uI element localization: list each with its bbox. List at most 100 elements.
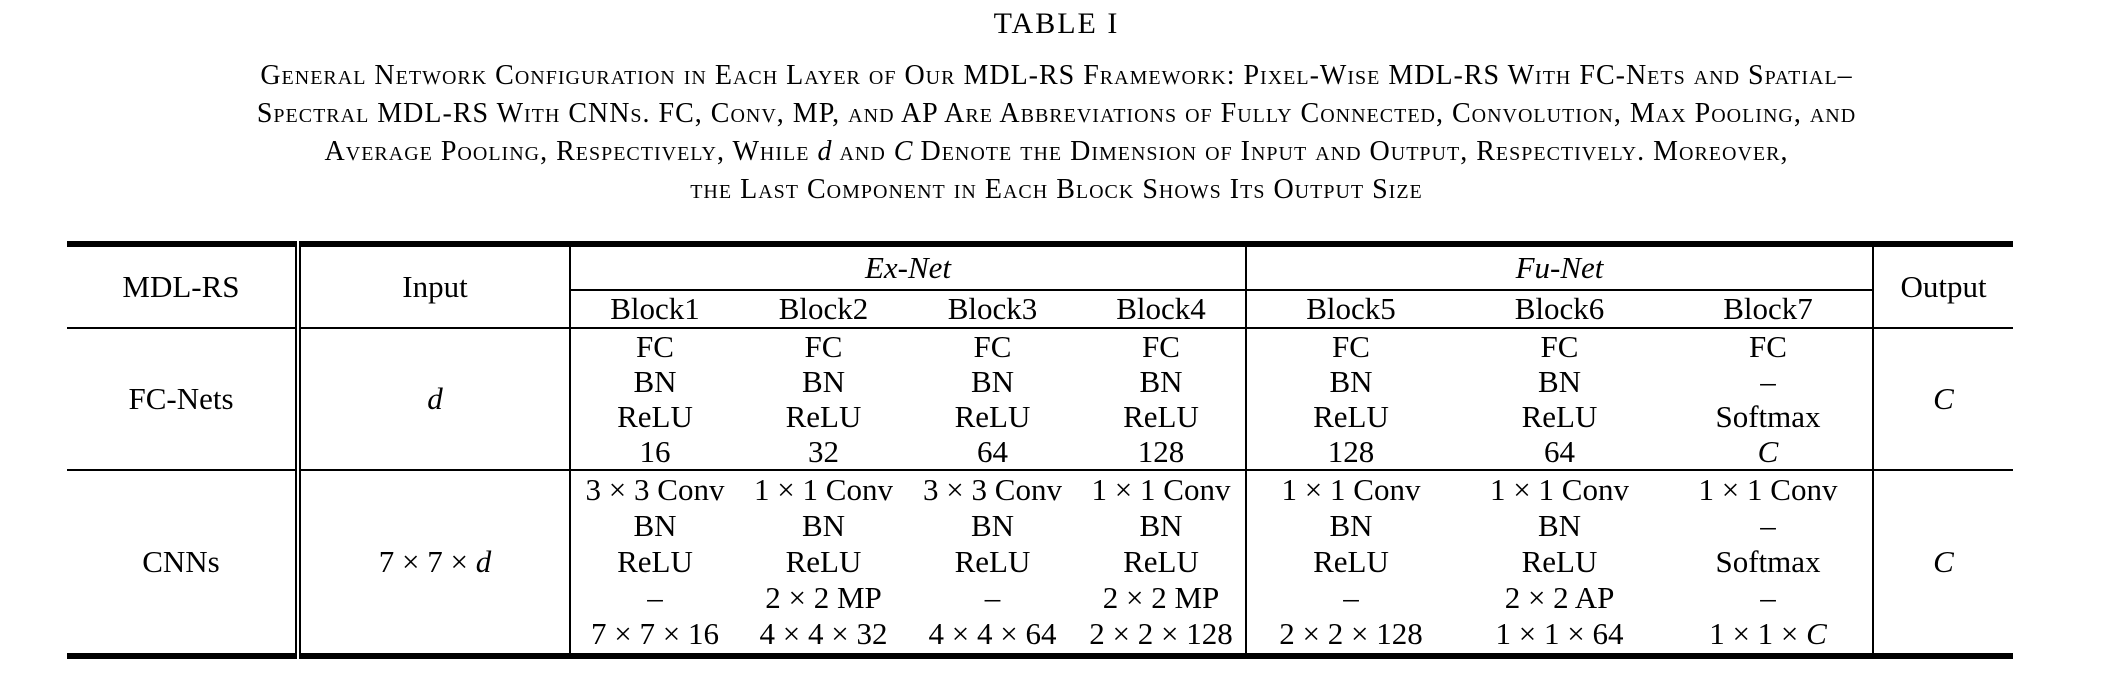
cell-cnn-block1: 3 × 3 Conv BN ReLU – 7 × 7 × 16 bbox=[570, 470, 739, 656]
cell-line: 1 × 1 Conv bbox=[1281, 472, 1421, 507]
cell-line: ReLU bbox=[954, 544, 1031, 579]
header-output: Output bbox=[1873, 244, 2014, 329]
header-block5: Block5 bbox=[1246, 290, 1456, 329]
cell-line: BN bbox=[1537, 364, 1582, 399]
cell-line: ReLU bbox=[1313, 399, 1389, 434]
cell-cnn-block3: 3 × 3 Conv BN ReLU – 4 × 4 × 64 bbox=[908, 470, 1077, 656]
caption-line-3-text: Average Pooling, Respectively, While bbox=[324, 136, 818, 167]
cell-line: – bbox=[1760, 364, 1776, 399]
cell-line: BN bbox=[970, 508, 1015, 543]
cell-line: 3 × 3 Conv bbox=[585, 472, 725, 507]
cell-fc-input: d bbox=[298, 328, 571, 471]
cell-line: 64 bbox=[1544, 434, 1576, 469]
cell-line: 1 × 1 Conv bbox=[754, 472, 893, 507]
cell-line: 2 × 2 AP bbox=[1504, 580, 1615, 615]
cell-line: BN bbox=[1329, 508, 1373, 543]
cell-cnn-block4: 1 × 1 Conv BN ReLU 2 × 2 MP 2 × 2 × 128 bbox=[1077, 470, 1248, 656]
caption-var-c: C bbox=[893, 136, 913, 167]
cell-fc-block6: FC BN ReLU 64 bbox=[1455, 328, 1665, 471]
header-input: Input bbox=[298, 244, 571, 329]
cell-line: ReLU bbox=[617, 399, 693, 434]
cell-line: – bbox=[1760, 508, 1776, 543]
header-group-fu-net: Fu-Net bbox=[1246, 244, 1875, 291]
cell-line: ReLU bbox=[1313, 544, 1389, 579]
cell-fc-block7: FC – Softmax C bbox=[1664, 328, 1875, 471]
cell-line: FC bbox=[1540, 329, 1579, 364]
table-caption-text: General Network Configuration in Each La… bbox=[0, 57, 2113, 209]
cell-line: BN bbox=[1329, 364, 1373, 399]
cell-line: Softmax bbox=[1715, 544, 1821, 579]
cell-line: 16 bbox=[639, 434, 671, 469]
cell-line: ReLU bbox=[617, 544, 693, 579]
network-configuration-table-wrap: MDL-RS Input Ex-Net Fu-Net Output Block1… bbox=[67, 241, 2113, 659]
cell-line: 3 × 3 Conv bbox=[923, 472, 1062, 507]
cell-cnn-block5: 1 × 1 Conv BN ReLU – 2 × 2 × 128 bbox=[1246, 470, 1455, 656]
cell-line: FC bbox=[973, 329, 1012, 364]
network-configuration-table: MDL-RS Input Ex-Net Fu-Net Output Block1… bbox=[67, 241, 2014, 659]
cell-line: BN bbox=[1537, 508, 1582, 543]
table-row-cnns: CNNs 7 × 7 × d 3 × 3 Conv BN ReLU – 7 × … bbox=[67, 470, 2013, 656]
cell-fc-block1: FC BN ReLU 16 bbox=[570, 328, 739, 471]
header-group-row: MDL-RS Input Ex-Net Fu-Net Output bbox=[67, 244, 2014, 329]
caption-var-d: d bbox=[817, 136, 832, 167]
header-block2: Block2 bbox=[739, 290, 908, 329]
cell-cnn-block7: 1 × 1 Conv – Softmax – 1 × 1 × C bbox=[1664, 470, 1875, 656]
caption-line-3-text: Denote the Dimension of Input and Output… bbox=[912, 136, 1789, 167]
caption-line-1: General Network Configuration in Each La… bbox=[260, 60, 1853, 91]
cell-fc-block5: FC BN ReLU 128 bbox=[1246, 328, 1456, 471]
cell-line: Softmax bbox=[1715, 399, 1821, 434]
cell-line: 4 × 4 × 32 bbox=[759, 616, 888, 651]
header-block7: Block7 bbox=[1664, 290, 1875, 329]
header-block3: Block3 bbox=[908, 290, 1077, 329]
cell-line: 2 × 2 × 128 bbox=[1279, 616, 1423, 651]
cell-line: BN bbox=[801, 508, 846, 543]
cell-cnn-input: 7 × 7 × d bbox=[298, 470, 571, 656]
cell-line: 64 bbox=[977, 434, 1008, 469]
table-caption-title: TABLE I bbox=[993, 7, 1120, 40]
cell-line: FC bbox=[636, 329, 674, 364]
cell-line: 2 × 2 × 128 bbox=[1089, 616, 1233, 651]
header-block1: Block1 bbox=[570, 290, 739, 329]
cell-fc-output: C bbox=[1873, 328, 2014, 471]
cell-line: 1 × 1 Conv bbox=[1091, 472, 1231, 507]
cell-line: ReLU bbox=[1521, 544, 1598, 579]
cell-line: FC bbox=[1749, 329, 1787, 364]
cell-line: C bbox=[1757, 434, 1779, 469]
cell-var-c: C bbox=[1806, 616, 1827, 651]
header-block4: Block4 bbox=[1077, 290, 1248, 329]
cell-line: ReLU bbox=[785, 544, 862, 579]
cell-cnn-block6: 1 × 1 Conv BN ReLU 2 × 2 AP 1 × 1 × 64 bbox=[1455, 470, 1664, 656]
cell-line: ReLU bbox=[785, 399, 862, 434]
cell-line: BN bbox=[1139, 508, 1183, 543]
cell-line: ReLU bbox=[954, 399, 1031, 434]
cell-line: 128 bbox=[1327, 434, 1375, 469]
cell-cnn-output: C bbox=[1933, 544, 1954, 579]
row-label-fc-nets: FC-Nets bbox=[67, 328, 301, 471]
cell-fc-block3: FC BN ReLU 64 bbox=[908, 328, 1077, 471]
cell-line: ReLU bbox=[1123, 399, 1199, 434]
cell-line: 1 × 1 × 64 bbox=[1495, 616, 1624, 651]
header-group-ex-net: Ex-Net bbox=[570, 244, 1248, 291]
cell-line: BN bbox=[633, 508, 677, 543]
table-caption: TABLE I General Network Configuration in… bbox=[0, 0, 2113, 209]
cell-line: FC bbox=[1332, 329, 1370, 364]
header-block6: Block6 bbox=[1455, 290, 1665, 329]
cell-line: – bbox=[1760, 580, 1776, 615]
cell-text: 7 × 7 × bbox=[378, 544, 476, 579]
cell-fc-block2: FC BN ReLU 32 bbox=[739, 328, 908, 471]
caption-line-3-text: and bbox=[831, 136, 894, 167]
cell-var-d: d bbox=[475, 544, 492, 579]
cell-line: 128 bbox=[1137, 434, 1185, 469]
cell-line: BN bbox=[801, 364, 846, 399]
cell-line: FC bbox=[804, 329, 843, 364]
cell-line: 7 × 7 × 16 bbox=[591, 616, 719, 651]
cell-cnn-block2: 1 × 1 Conv BN ReLU 2 × 2 MP 4 × 4 × 32 bbox=[739, 470, 908, 656]
cell-line: 2 × 2 MP bbox=[765, 580, 882, 615]
cell-line: – bbox=[984, 580, 1001, 615]
cell-line: BN bbox=[633, 364, 677, 399]
cell-line: ReLU bbox=[1521, 399, 1598, 434]
cell-line: BN bbox=[1139, 364, 1183, 399]
cell-text: 1 × 1 × bbox=[1709, 616, 1807, 651]
cell-line: 1 × 1 Conv bbox=[1698, 472, 1838, 507]
